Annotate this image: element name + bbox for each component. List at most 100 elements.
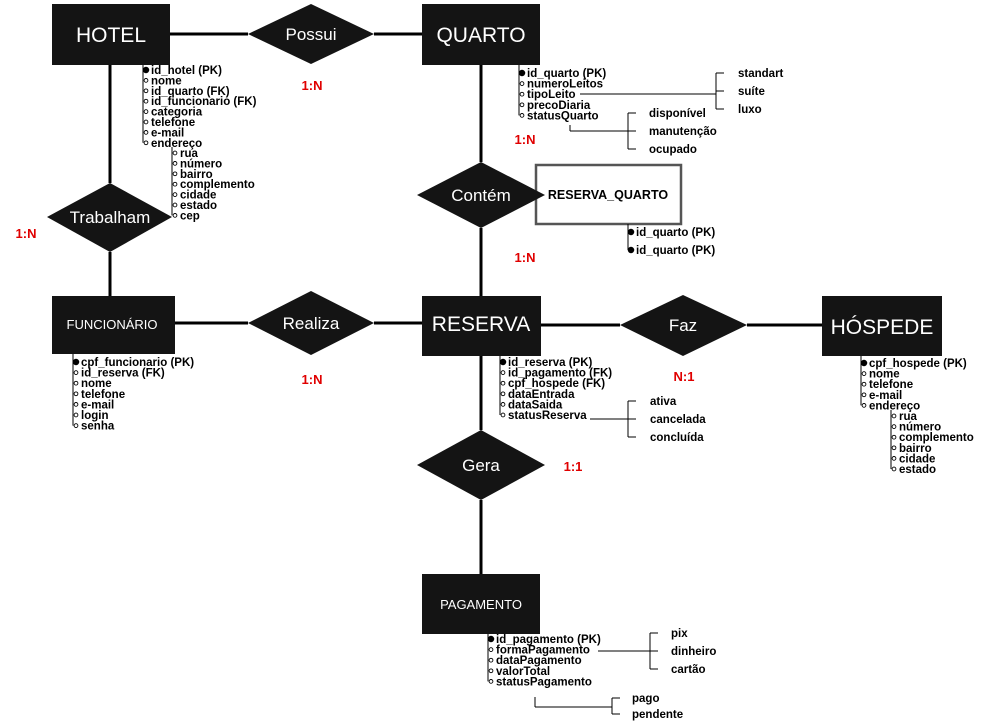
attribute-dot-icon	[143, 119, 149, 125]
relationship-gera-label: Gera	[462, 456, 500, 475]
attribute-dot-icon	[861, 371, 867, 376]
reserva-attributes: id_reserva (PK)id_pagamento (FK)cpf_hosp…	[499, 356, 612, 422]
relationship-contem[interactable]	[417, 162, 545, 228]
attribute-dot-icon	[143, 78, 149, 83]
reserva-attributes-item: cpf_hospede (FK)	[508, 378, 605, 390]
attribute-dot-icon	[500, 402, 506, 407]
hotel-endereco-attributes-item: estado	[180, 200, 217, 212]
quarto-attributes-item: numeroLeitos	[527, 79, 603, 91]
cardinality-trabalham: 1:N	[16, 226, 37, 241]
entity-pagamento[interactable]	[422, 574, 540, 634]
quarto-status-options-item: disponível	[649, 108, 706, 120]
pagamento-attributes-item: id_pagamento (PK)	[496, 634, 601, 646]
reserva-quarto-attributes-item: id_quarto (PK)	[636, 245, 715, 257]
entity-hospede-label: HÓSPEDE	[831, 316, 934, 339]
pk-dot-icon	[142, 66, 150, 74]
quarto-attributes-item: statusQuarto	[527, 110, 599, 122]
cardinality-possui: 1:N	[302, 78, 323, 93]
cardinality-faz: N:1	[674, 369, 695, 384]
quarto-tipoleito-options-item: suíte	[738, 86, 765, 98]
pagamento-forma-options-item: pix	[671, 628, 688, 640]
attribute-dot-icon	[143, 98, 149, 104]
quarto-attributes-item: tipoLeito	[527, 89, 576, 101]
attribute-dot-icon	[488, 668, 494, 674]
attribute-dot-icon	[143, 88, 149, 94]
attribute-dot-icon	[519, 113, 525, 118]
hotel-attributes-item: nome	[151, 75, 182, 87]
attribute-dot-icon	[172, 192, 178, 197]
attribute-dot-icon	[891, 466, 897, 472]
hospede-attributes-item: cpf_hospede (PK)	[869, 358, 967, 370]
pagamento-attributes-item: formaPagamento	[496, 645, 590, 657]
attribute-dot-icon	[861, 403, 867, 408]
relationship-faz[interactable]	[620, 295, 747, 356]
funcionario-attributes: cpf_funcionario (PK)id_reserva (FK)nomet…	[72, 354, 194, 433]
quarto-status-options-item: manutenção	[649, 126, 717, 138]
attribute-dot-icon	[172, 202, 178, 208]
entity-pagamento-label: PAGAMENTO	[440, 597, 522, 612]
relationship-realiza-label: Realiza	[283, 314, 340, 333]
attribute-dot-icon	[143, 130, 149, 135]
cardinality-gera: 1:1	[564, 459, 583, 474]
entity-reserva-quarto[interactable]	[534, 163, 683, 226]
attribute-dot-icon	[73, 412, 79, 418]
relationship-trabalham[interactable]	[47, 183, 172, 252]
hospede-attributes: cpf_hospede (PK)nometelefonee-mailendere…	[860, 356, 967, 412]
attribute-dot-icon	[519, 91, 525, 97]
quarto-attributes: id_quarto (PK)numeroLeitostipoLeitopreco…	[518, 65, 606, 122]
attribute-dot-icon	[172, 213, 178, 218]
reserva-attributes-item: id_pagamento (FK)	[508, 368, 612, 380]
hotel-endereco-attributes-item: bairro	[180, 169, 213, 181]
funcionario-attributes-item: nome	[81, 378, 112, 390]
entity-funcionario[interactable]	[52, 296, 175, 354]
hospede-endereco-attributes-item: bairro	[899, 443, 932, 455]
attribute-dot-icon	[488, 647, 494, 652]
reserva-quarto-attributes: id_quarto (PK)id_quarto (PK)	[627, 224, 715, 257]
hotel-attributes-item: telefone	[151, 117, 195, 129]
hotel-attributes-item: id_quarto (FK)	[151, 86, 230, 98]
attribute-dot-icon	[519, 81, 525, 86]
entity-hotel-label: HOTEL	[76, 24, 146, 47]
relationship-faz-label: Faz	[669, 316, 697, 335]
cardinality-realiza: 1:N	[302, 372, 323, 387]
attribute-dot-icon	[143, 109, 149, 114]
reserva-status-options-item: cancelada	[650, 414, 706, 426]
entity-quarto[interactable]	[422, 4, 540, 65]
entity-reserva-label: RESERVA	[432, 313, 530, 336]
attribute-dot-icon	[891, 413, 897, 419]
cardinality-contem-bottom: 1:N	[515, 250, 536, 265]
pk-dot-icon	[518, 69, 526, 77]
hospede-attributes-item: telefone	[869, 379, 913, 391]
cardinality-contem-top: 1:N	[515, 132, 536, 147]
relationship-realiza[interactable]	[248, 291, 374, 355]
entity-hotel[interactable]	[52, 4, 170, 65]
pk-dot-icon	[627, 246, 635, 254]
entity-quarto-label: QUARTO	[436, 24, 525, 47]
funcionario-attributes-item: e-mail	[81, 399, 114, 411]
entity-hospede[interactable]	[822, 296, 942, 356]
hotel-endereco-attributes: ruanúmerobairrocomplementocidadeestadoce…	[171, 147, 255, 222]
hospede-attributes-item: endereço	[869, 400, 920, 412]
hotel-attributes-item: id_hotel (PK)	[151, 65, 222, 77]
attribute-dot-icon	[500, 370, 506, 375]
quarto-attributes-item: id_quarto (PK)	[527, 68, 606, 80]
relationship-gera[interactable]	[417, 430, 545, 500]
attribute-dot-icon	[891, 445, 897, 451]
hotel-endereco-attributes-item: cep	[180, 210, 200, 222]
funcionario-attributes-item: login	[81, 410, 108, 422]
attribute-dot-icon	[891, 424, 897, 429]
relationship-contem-label: Contém	[451, 186, 511, 205]
attribute-dot-icon	[73, 423, 79, 428]
entity-reserva[interactable]	[422, 296, 541, 356]
attribute-dot-icon	[488, 657, 494, 663]
pagamento-attributes: id_pagamento (PK)formaPagamentodataPagam…	[487, 634, 601, 688]
attribute-dot-icon	[172, 181, 178, 187]
relationship-possui[interactable]	[248, 4, 374, 64]
hotel-endereco-attributes-item: rua	[180, 148, 199, 160]
hospede-attributes-item: e-mail	[869, 390, 902, 402]
hospede-endereco-attributes-item: complemento	[899, 432, 974, 444]
entity-funcionario-label: FUNCIONÁRIO	[67, 317, 158, 332]
